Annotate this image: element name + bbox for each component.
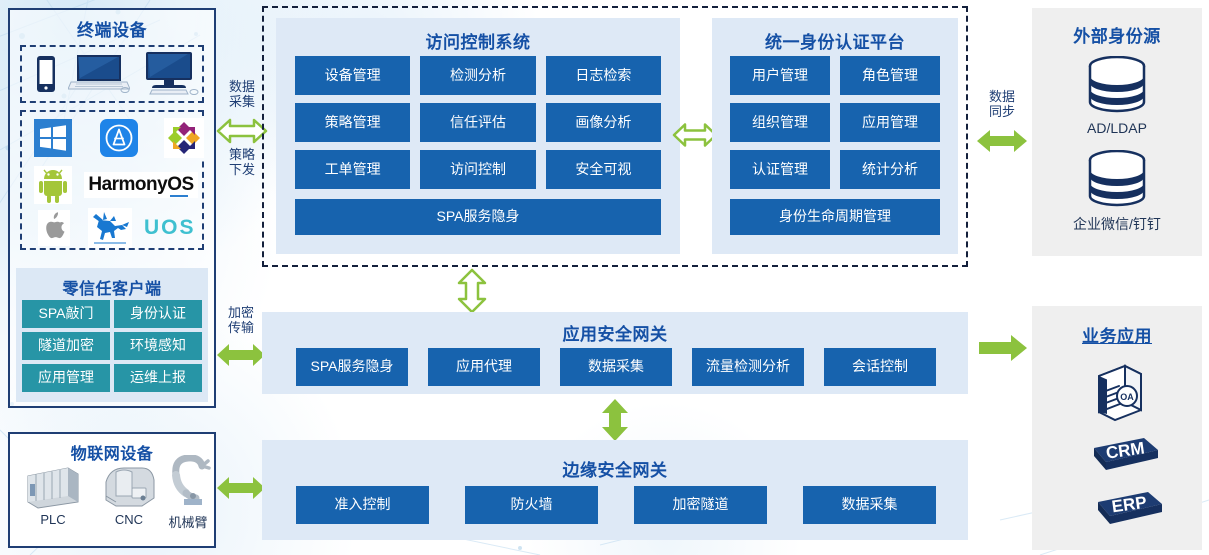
appstore-logo [100, 119, 138, 157]
erp-label: ERP [1111, 493, 1148, 517]
core-platform-container [262, 6, 968, 267]
kylin-logo [88, 208, 132, 248]
harmonyos-label: HarmonyOS [88, 174, 194, 195]
zt-tile-5[interactable]: 运维上报 [114, 364, 202, 392]
connector-terminal-label-top: 数据 采集 [228, 79, 255, 109]
acs-tile-5[interactable]: 画像分析 [545, 103, 661, 142]
database-icon-adldap [1084, 56, 1150, 114]
double-arrow-horizontal-outline-icon [216, 116, 268, 146]
double-arrow-horizontal-solid-icon-sync [976, 128, 1028, 154]
iot-label-1: CNC [114, 512, 144, 527]
connector-encrypt-label: 加密 传输 [227, 305, 254, 335]
double-arrow-horizontal-solid-icon-client [216, 342, 266, 368]
external-identity-label-1: 企业微信/钉钉 [1073, 216, 1161, 232]
idp-tile-5[interactable]: 统计分析 [840, 150, 940, 189]
terminal-devices-title: 终端设备 [77, 21, 147, 40]
app-security-gateway-title: 应用安全网关 [562, 325, 668, 344]
zt-tile-4[interactable]: 应用管理 [22, 364, 110, 392]
centos-logo [164, 118, 204, 158]
cnc-icon [98, 462, 160, 510]
access-control-tiles: 设备管理 检测分析 日志检索 策略管理 信任评估 画像分析 工单管理 访问控制 … [295, 56, 661, 189]
zero-trust-client-tiles: SPA敲门 身份认证 隧道加密 环境感知 应用管理 运维上报 [22, 300, 202, 392]
agw-tile-0[interactable]: SPA服务隐身 [296, 348, 408, 386]
acs-tile-3[interactable]: 策略管理 [295, 103, 411, 142]
egw-tile-1[interactable]: 防火墙 [465, 486, 598, 524]
terminal-os-group [20, 110, 204, 250]
identity-platform-title: 统一身份认证平台 [765, 33, 905, 52]
connector-datasync-label: 数据 同步 [988, 89, 1015, 119]
identity-platform-tiles: 用户管理 角色管理 组织管理 应用管理 认证管理 统计分析 [730, 56, 940, 189]
arrow-right-solid-icon-business [978, 333, 1028, 363]
double-arrow-horizontal-solid-icon-iot [216, 475, 266, 501]
acs-wide-tile-spa[interactable]: SPA服务隐身 [295, 199, 661, 235]
idp-tile-1[interactable]: 角色管理 [840, 56, 940, 95]
egw-tile-3[interactable]: 数据采集 [803, 486, 936, 524]
acs-tile-2[interactable]: 日志检索 [545, 56, 661, 95]
agw-tile-4[interactable]: 会话控制 [824, 348, 936, 386]
edge-security-gateway-title: 边缘安全网关 [562, 461, 668, 480]
iot-label-2: 机械臂 [168, 515, 208, 530]
laptop-icon [68, 53, 130, 95]
acs-tile-4[interactable]: 信任评估 [420, 103, 536, 142]
idp-tile-0[interactable]: 用户管理 [730, 56, 830, 95]
zero-trust-client-title: 零信任客户端 [62, 281, 162, 298]
business-apps-title: 业务应用 [1082, 327, 1152, 346]
external-identity-panel [1032, 8, 1202, 256]
acs-tile-0[interactable]: 设备管理 [295, 56, 411, 95]
zt-tile-3[interactable]: 环境感知 [114, 332, 202, 360]
idp-tile-2[interactable]: 组织管理 [730, 103, 830, 142]
agw-tile-1[interactable]: 应用代理 [428, 348, 540, 386]
zt-tile-0[interactable]: SPA敲门 [22, 300, 110, 328]
idp-tile-4[interactable]: 认证管理 [730, 150, 830, 189]
external-identity-label-0: AD/LDAP [1087, 120, 1147, 136]
robot-arm-icon [164, 455, 214, 511]
phone-icon [36, 55, 56, 93]
idp-tile-3[interactable]: 应用管理 [840, 103, 940, 142]
plc-icon [22, 462, 84, 510]
zt-tile-1[interactable]: 身份认证 [114, 300, 202, 328]
agw-tile-3[interactable]: 流量检测分析 [692, 348, 804, 386]
uos-label: UOS [144, 216, 196, 239]
egw-tile-2[interactable]: 加密隧道 [634, 486, 767, 524]
iot-devices-title: 物联网设备 [70, 446, 154, 463]
acs-tile-1[interactable]: 检测分析 [420, 56, 536, 95]
agw-tile-2[interactable]: 数据采集 [560, 348, 672, 386]
acs-tile-6[interactable]: 工单管理 [295, 150, 411, 189]
access-control-system-title: 访问控制系统 [425, 33, 531, 52]
slab-icon-crm: CRM [1078, 436, 1162, 484]
uos-logo: UOS [144, 216, 196, 240]
desktop-icon [140, 50, 202, 96]
edge-gateway-tiles: 准入控制 防火墙 加密隧道 数据采集 [296, 486, 936, 524]
idp-wide-tile-lifecycle[interactable]: 身份生命周期管理 [730, 199, 940, 235]
iot-label-0: PLC [40, 512, 66, 527]
oa-label: OA [1120, 392, 1134, 402]
zt-tile-2[interactable]: 隧道加密 [22, 332, 110, 360]
apple-logo [38, 210, 70, 246]
acs-tile-8[interactable]: 安全可视 [545, 150, 661, 189]
windows-logo [34, 119, 72, 157]
database-icon-wechat-dingtalk [1084, 150, 1150, 208]
slab-icon-erp: ERP [1082, 490, 1166, 538]
egw-tile-0[interactable]: 准入控制 [296, 486, 429, 524]
acs-tile-7[interactable]: 访问控制 [420, 150, 536, 189]
double-arrow-vertical-solid-icon [600, 398, 630, 442]
android-logo [34, 166, 72, 204]
server-icon-oa: OA [1085, 362, 1149, 424]
terminal-hardware-group [20, 45, 204, 103]
app-gateway-tiles: SPA服务隐身 应用代理 数据采集 流量检测分析 会话控制 [296, 348, 936, 386]
harmonyos-logo: HarmonyOS [84, 172, 198, 198]
double-arrow-vertical-outline-icon [456, 268, 488, 314]
external-identity-title: 外部身份源 [1073, 27, 1161, 46]
connector-terminal-label-bottom: 策略 下发 [228, 147, 255, 177]
